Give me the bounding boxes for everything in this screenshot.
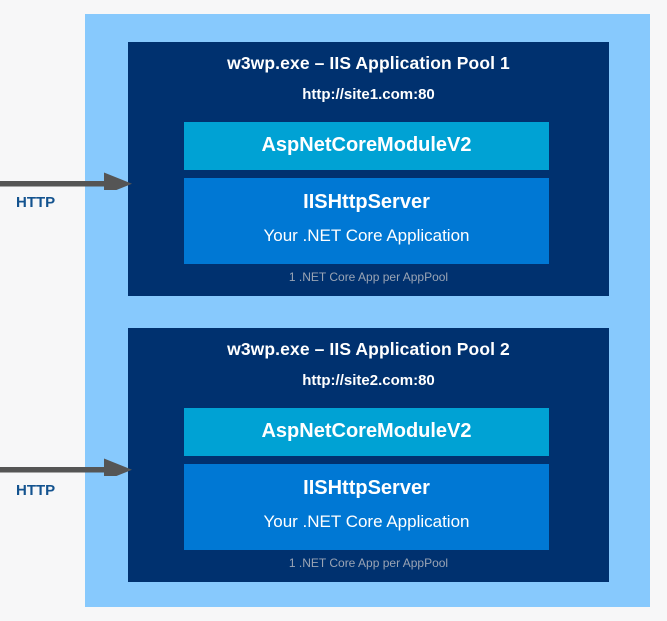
app-pool-box-2: w3wp.exe – IIS Application Pool 2 http:/… (128, 328, 609, 582)
arrow-right-icon (0, 172, 132, 195)
app-pool-url-2: http://site2.com:80 (302, 372, 435, 389)
app-pool-footnote-2: 1 .NET Core App per AppPool (288, 556, 449, 570)
aspnetcoremodule-label-1: AspNetCoreModuleV2 (261, 134, 472, 156)
aspnetcoremodule-label-2: AspNetCoreModuleV2 (261, 420, 472, 442)
http-arrow-label-1: HTTP (16, 194, 56, 211)
aspnetcoremodule-box-2: AspNetCoreModuleV2 (184, 408, 549, 456)
app-pool-url-1: http://site1.com:80 (302, 86, 435, 103)
arrow-right-icon (0, 458, 132, 481)
iishttpserver-label-2: IISHttpServer (303, 477, 430, 499)
iishttpserver-box-1: IISHttpServer Your .NET Core Application (184, 178, 549, 264)
iishttpserver-box-2: IISHttpServer Your .NET Core Application (184, 464, 549, 550)
dotnet-core-application-label-2: Your .NET Core Application (263, 512, 470, 531)
app-pool-box-1: w3wp.exe – IIS Application Pool 1 http:/… (128, 42, 609, 296)
app-pool-footnote-1: 1 .NET Core App per AppPool (288, 270, 449, 284)
iishttpserver-label-1: IISHttpServer (303, 191, 430, 213)
http-arrow-label-2: HTTP (16, 482, 56, 499)
aspnetcoremodule-box-1: AspNetCoreModuleV2 (184, 122, 549, 170)
http-request-arrow-2: HTTP (0, 454, 132, 499)
app-pool-title-2: w3wp.exe – IIS Application Pool 2 (227, 339, 510, 359)
dotnet-core-application-label-1: Your .NET Core Application (263, 226, 470, 245)
app-pool-title-1: w3wp.exe – IIS Application Pool 1 (227, 53, 510, 73)
http-request-arrow-1: HTTP (0, 168, 132, 211)
